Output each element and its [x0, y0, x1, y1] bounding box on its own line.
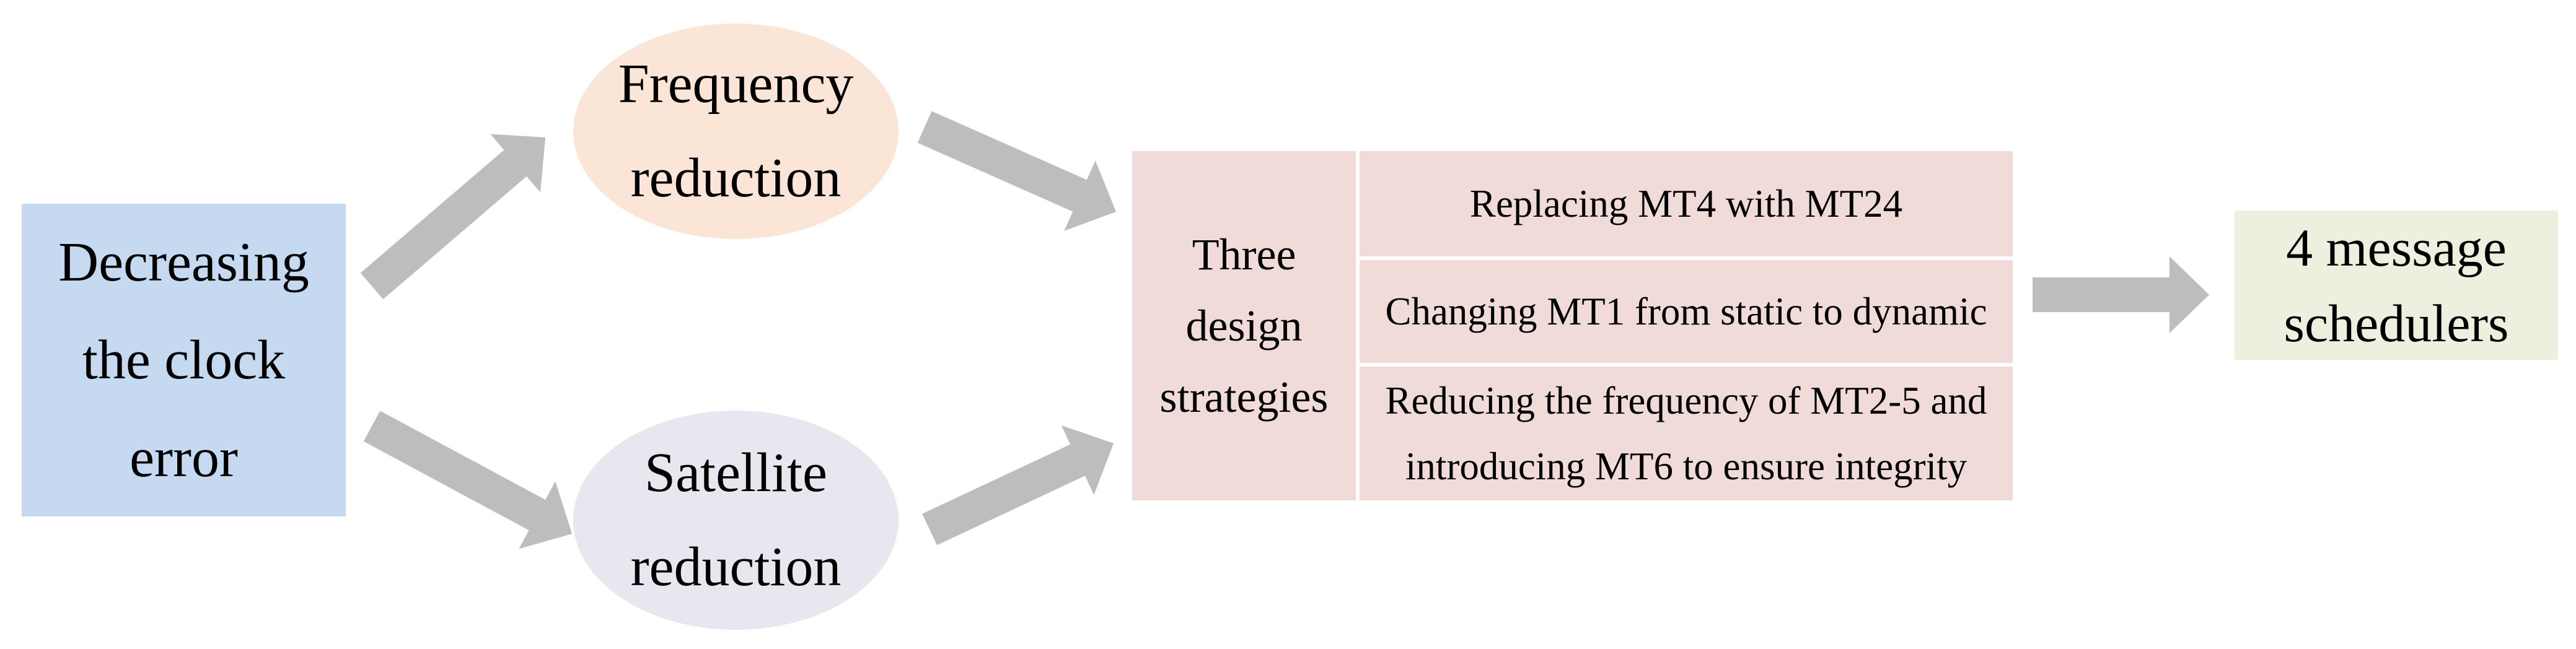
- node-label-line: reduction: [630, 147, 842, 209]
- table-row: Replacing MT4 with MT24: [1360, 151, 2013, 256]
- table-row: Reducing the frequency of MT2-5 and intr…: [1360, 367, 2013, 500]
- arrow-satellite-to-table-icon: [913, 409, 1130, 564]
- node-4-message-schedulers: 4 message schedulers: [2235, 211, 2558, 360]
- table-row: Changing MT1 from static to dynamic: [1360, 260, 2013, 363]
- node-satellite-reduction: Satellite reduction: [573, 411, 899, 630]
- node-label-line: schedulers: [2284, 293, 2509, 353]
- node-label-line: Frequency: [618, 53, 854, 115]
- arrow-frequency-to-table-icon: [909, 92, 1132, 246]
- table-header-line: strategies: [1159, 372, 1329, 422]
- node-label-line: Decreasing: [58, 231, 309, 293]
- table-header-line: Three: [1192, 229, 1296, 279]
- arrow-source-to-satellite-icon: [354, 392, 591, 567]
- table-header-cell: Three design strategies: [1132, 151, 1356, 500]
- table-header-line: design: [1185, 300, 1303, 351]
- node-label-line: 4 message: [2286, 217, 2507, 277]
- arrow-source-to-frequency-icon: [347, 108, 571, 315]
- node-label-line: Satellite: [644, 442, 827, 503]
- node-frequency-reduction: Frequency reduction: [573, 24, 899, 239]
- node-label-line: reduction: [630, 536, 842, 598]
- node-label-line: error: [130, 427, 238, 489]
- arrow-table-to-result-icon: [2033, 256, 2209, 333]
- strategies-table: Three design strategies Replacing MT4 wi…: [1132, 151, 2013, 500]
- node-label-line: the clock: [82, 329, 286, 391]
- node-decreasing-clock-error: Decreasing the clock error: [22, 204, 346, 516]
